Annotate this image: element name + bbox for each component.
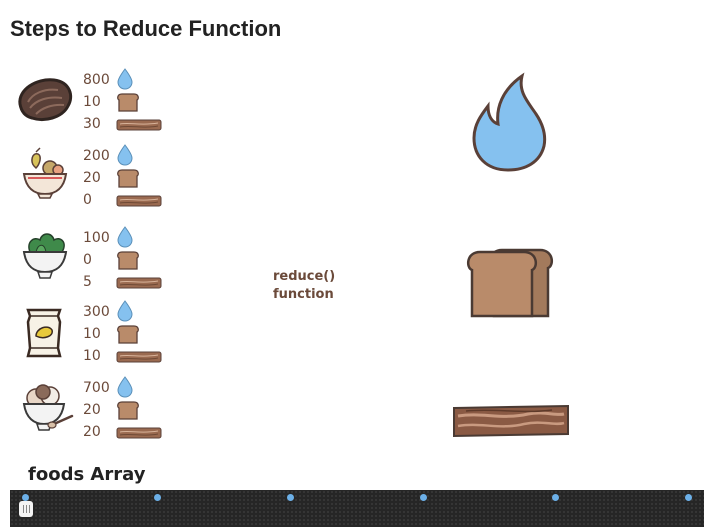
- bacon-icon: [116, 195, 162, 207]
- food-item-salad: 100 0 5: [14, 224, 184, 294]
- reduce-function-label: reduce() function: [273, 269, 336, 302]
- food-item-steak: 800 10 30: [14, 66, 184, 136]
- water-drop-icon: [117, 226, 133, 248]
- carbs-value: 0: [83, 252, 92, 268]
- food-item-fruit-bowl: 200 20 0: [14, 142, 184, 212]
- fruit-bowl-icon: [22, 147, 68, 199]
- calories-value: 200: [83, 148, 110, 164]
- timeline-marker[interactable]: [552, 494, 559, 501]
- flame-icon: [472, 72, 547, 172]
- bread-loaf-icon: [466, 248, 554, 318]
- bacon-icon: [116, 277, 162, 289]
- protein-value: 5: [83, 274, 92, 290]
- water-drop-icon: [117, 376, 133, 398]
- carbs-value: 20: [83, 402, 101, 418]
- food-item-ice-cream: 700 20 20: [14, 374, 184, 444]
- bacon-icon: [116, 427, 162, 439]
- calories-value: 300: [83, 304, 110, 320]
- timeline-bar[interactable]: [10, 490, 704, 527]
- salad-bowl-icon: [22, 233, 68, 279]
- protein-value: 10: [83, 348, 101, 364]
- bacon-strip-icon: [453, 404, 569, 438]
- pause-handle-icon[interactable]: [19, 501, 33, 517]
- carbs-value: 20: [83, 170, 101, 186]
- carbs-value: 10: [83, 326, 101, 342]
- bacon-icon: [116, 119, 162, 131]
- bread-icon: [117, 169, 139, 188]
- calories-value: 100: [83, 230, 110, 246]
- bread-icon: [117, 93, 139, 112]
- page-title: Steps to Reduce Function: [10, 16, 282, 41]
- timeline-marker[interactable]: [22, 494, 29, 501]
- ice-cream-bowl-icon: [22, 384, 74, 431]
- bread-icon: [117, 401, 139, 420]
- protein-value: 20: [83, 424, 101, 440]
- food-item-chips: 300 10 10: [14, 298, 184, 368]
- protein-value: 30: [83, 116, 101, 132]
- bread-icon: [117, 325, 139, 344]
- calories-value: 700: [83, 380, 110, 396]
- timeline-marker[interactable]: [287, 494, 294, 501]
- water-drop-icon: [117, 68, 133, 90]
- protein-value: 0: [83, 192, 92, 208]
- bacon-icon: [116, 351, 162, 363]
- foods-array-label: foods Array: [28, 464, 146, 485]
- timeline-marker[interactable]: [420, 494, 427, 501]
- water-drop-icon: [117, 300, 133, 322]
- carbs-value: 10: [83, 94, 101, 110]
- timeline-marker[interactable]: [685, 494, 692, 501]
- chips-bag-icon: [26, 308, 62, 358]
- bread-icon: [117, 251, 139, 270]
- steak-icon: [18, 78, 73, 121]
- timeline-marker[interactable]: [154, 494, 161, 501]
- calories-value: 800: [83, 72, 110, 88]
- water-drop-icon: [117, 144, 133, 166]
